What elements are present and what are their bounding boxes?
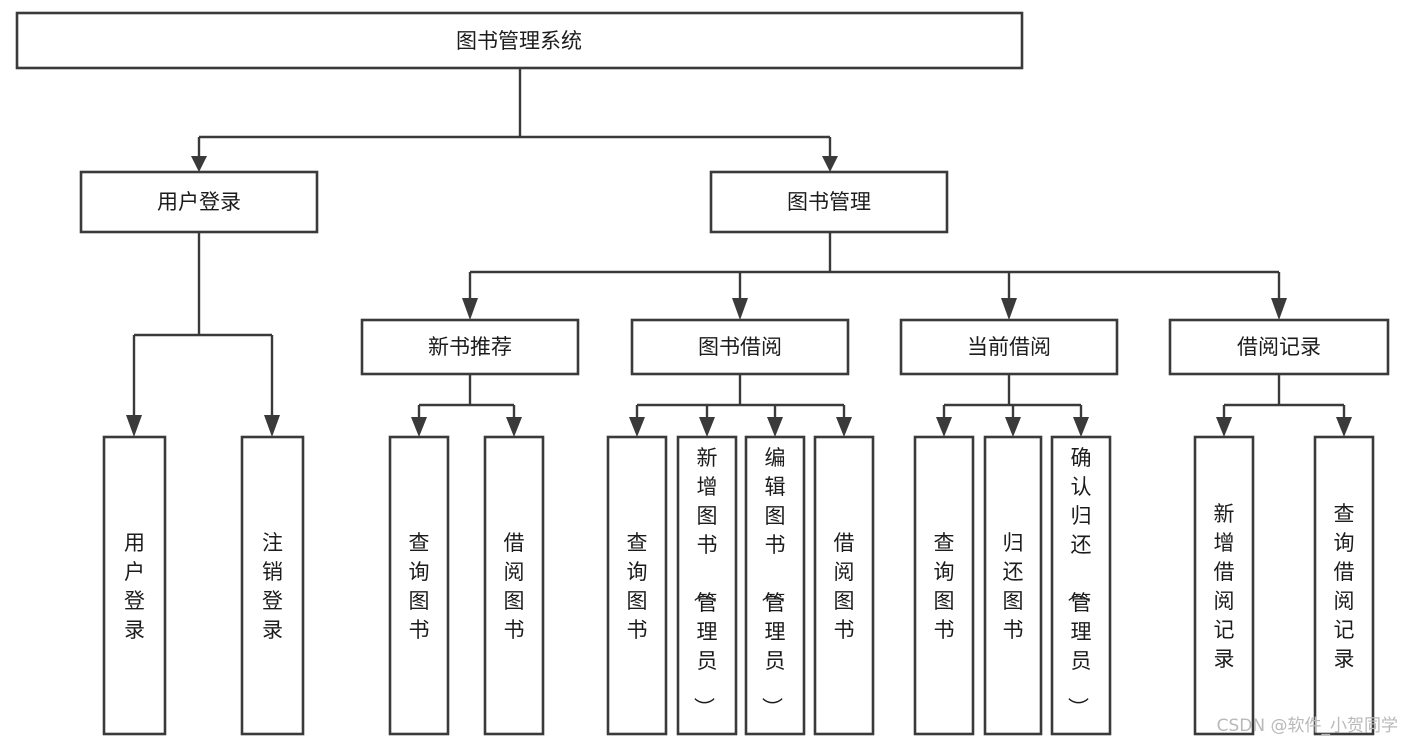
arrow-book-borrow-leaf-1 xyxy=(629,417,645,437)
node-new-book-recommend-label: 新书推荐 xyxy=(428,335,512,359)
arrow-to-book-mgmt xyxy=(822,156,838,172)
leaf-node-label: 用户登录 xyxy=(124,531,145,642)
leaf-node-label: 新增图书（管理员） xyxy=(692,446,718,718)
leaf-node-box[interactable] xyxy=(483,435,545,736)
node-current-borrow-label: 当前借阅 xyxy=(967,335,1051,359)
arrow-to-current-borrow xyxy=(1001,298,1017,320)
connector-layer xyxy=(126,68,1352,437)
arrow-user-login-leaf-2 xyxy=(264,415,280,437)
leaf-node-label: 确认归还（管理员） xyxy=(1066,446,1092,718)
node-borrow-record-box[interactable] xyxy=(1168,318,1390,376)
node-root-label: 图书管理系统 xyxy=(456,29,582,53)
node-user-login-box[interactable] xyxy=(79,170,319,234)
arrow-book-borrow-leaf-4 xyxy=(836,417,852,437)
leaf-node[interactable]: 归还图书 xyxy=(983,435,1043,736)
arrow-to-user-login xyxy=(191,156,207,172)
leaf-node-box[interactable] xyxy=(983,435,1043,736)
leaf-node-box[interactable] xyxy=(813,435,875,736)
leaf-node[interactable]: 查询图书 xyxy=(606,435,668,736)
leaf-node-label: 归还图书 xyxy=(1003,531,1024,642)
node-root-box[interactable] xyxy=(15,11,1024,70)
leaf-node[interactable]: 借阅图书 xyxy=(483,435,545,736)
node-root[interactable]: 图书管理系统 xyxy=(15,11,1024,70)
arrow-to-borrow-record xyxy=(1271,298,1287,320)
leaf-node-label: 编辑图书（管理员） xyxy=(760,446,786,718)
leaf-node-box[interactable] xyxy=(240,435,305,736)
leaf-node[interactable]: 新增图书（管理员） xyxy=(676,435,738,736)
node-borrow-record-label: 借阅记录 xyxy=(1237,335,1321,359)
leaf-node-label: 查询图书 xyxy=(934,531,955,642)
leaf-node-label: 查询图书 xyxy=(409,531,430,642)
leaf-node-box[interactable] xyxy=(388,435,450,736)
leaf-node-label: 借阅图书 xyxy=(504,531,525,642)
node-book-management-label: 图书管理 xyxy=(787,190,871,214)
node-book-borrow-label: 图书借阅 xyxy=(698,335,782,359)
leaf-node[interactable]: 确认归还（管理员） xyxy=(1050,435,1112,736)
arrow-new-book-leaf-1 xyxy=(411,417,427,437)
arrow-new-book-leaf-2 xyxy=(506,417,522,437)
leaf-node[interactable]: 用户登录 xyxy=(102,435,167,736)
arrow-borrow-record-leaf-1 xyxy=(1216,417,1232,437)
node-new-book-recommend-box[interactable] xyxy=(360,318,580,376)
leaf-node-label: 借阅图书 xyxy=(834,531,855,642)
arrow-borrow-record-leaf-2 xyxy=(1336,417,1352,437)
leaf-node[interactable]: 查询图书 xyxy=(913,435,975,736)
leaf-node-box[interactable] xyxy=(1050,435,1112,736)
leaf-node-label: 新增借阅记录 xyxy=(1214,502,1235,671)
node-borrow-record[interactable]: 借阅记录 xyxy=(1168,318,1390,376)
node-book-management-box[interactable] xyxy=(709,170,949,234)
node-new-book-recommend[interactable]: 新书推荐 xyxy=(360,318,580,376)
leaf-node-box[interactable] xyxy=(676,435,738,736)
arrow-user-login-leaf-1 xyxy=(126,415,142,437)
node-book-management[interactable]: 图书管理 xyxy=(709,170,949,234)
node-current-borrow[interactable]: 当前借阅 xyxy=(899,318,1119,376)
leaf-node[interactable]: 借阅图书 xyxy=(813,435,875,736)
arrow-book-borrow-leaf-3 xyxy=(767,417,783,437)
node-book-borrow-box[interactable] xyxy=(630,318,850,376)
leaf-node-box[interactable] xyxy=(1193,435,1255,736)
arrow-current-borrow-leaf-3 xyxy=(1073,417,1089,437)
leaf-node-label: 查询图书 xyxy=(627,531,648,642)
leaf-node-box[interactable] xyxy=(913,435,975,736)
leaf-node[interactable]: 编辑图书（管理员） xyxy=(744,435,806,736)
arrow-book-borrow-leaf-2 xyxy=(699,417,715,437)
node-user-login-label: 用户登录 xyxy=(157,190,241,214)
leaf-node-layer: 用户登录 注销登录 查询图书 借阅图书 查询图书 新增图书（管理员） 编辑图书（管理员） 借阅… xyxy=(102,435,1375,736)
leaf-node-box[interactable] xyxy=(1313,435,1375,736)
arrow-current-borrow-leaf-1 xyxy=(936,417,952,437)
leaf-node[interactable]: 注销登录 xyxy=(240,435,305,736)
leaf-node-box[interactable] xyxy=(744,435,806,736)
leaf-node-label: 注销登录 xyxy=(262,531,283,642)
node-book-borrow[interactable]: 图书借阅 xyxy=(630,318,850,376)
node-current-borrow-box[interactable] xyxy=(899,318,1119,376)
leaf-node[interactable]: 查询图书 xyxy=(388,435,450,736)
leaf-node-box[interactable] xyxy=(606,435,668,736)
arrow-to-new-book xyxy=(462,298,478,320)
leaf-node[interactable]: 新增借阅记录 xyxy=(1193,435,1255,736)
csdn-watermark: CSDN @软件_小贺同学 xyxy=(1217,716,1398,736)
node-user-login[interactable]: 用户登录 xyxy=(79,170,319,234)
arrow-current-borrow-leaf-2 xyxy=(1005,417,1021,437)
leaf-node-label: 查询借阅记录 xyxy=(1334,502,1355,671)
leaf-node[interactable]: 查询借阅记录 xyxy=(1313,435,1375,736)
arrow-to-book-borrow xyxy=(732,298,748,320)
leaf-node-box[interactable] xyxy=(102,435,167,736)
